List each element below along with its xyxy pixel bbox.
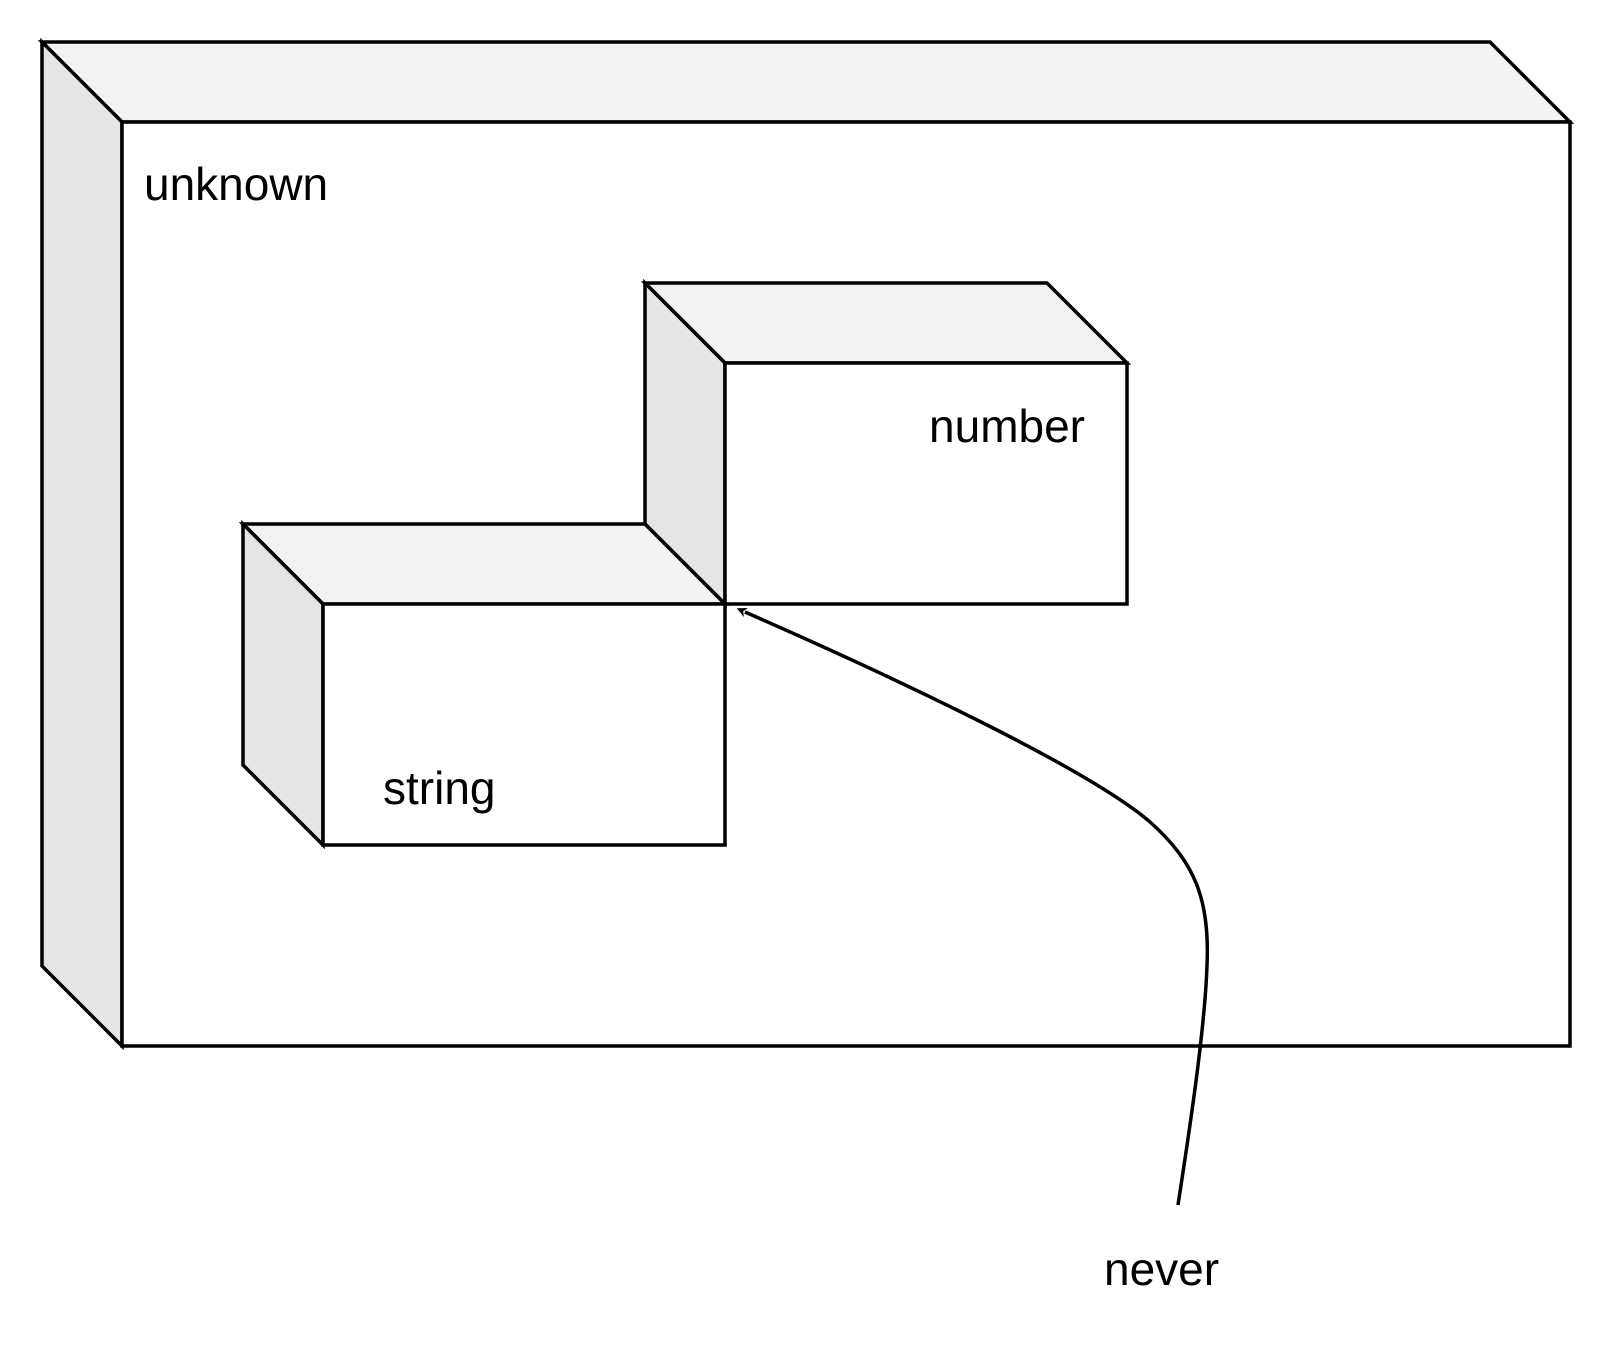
string-front-face (321, 602, 727, 847)
string-label: string (383, 762, 495, 814)
never-arrow (736, 607, 1210, 1206)
string-top-face (238, 522, 730, 606)
never-label: never (1104, 1243, 1219, 1295)
unknown-top-face (37, 40, 1575, 124)
unknown-label: unknown (144, 158, 328, 210)
annotation-never: never (736, 607, 1219, 1295)
number-front-face (723, 361, 1129, 606)
number-top-face (640, 281, 1132, 365)
unknown-side-face (40, 37, 124, 1051)
node-string: string (238, 519, 730, 850)
number-label: number (929, 400, 1085, 452)
node-number: number (640, 278, 1132, 609)
